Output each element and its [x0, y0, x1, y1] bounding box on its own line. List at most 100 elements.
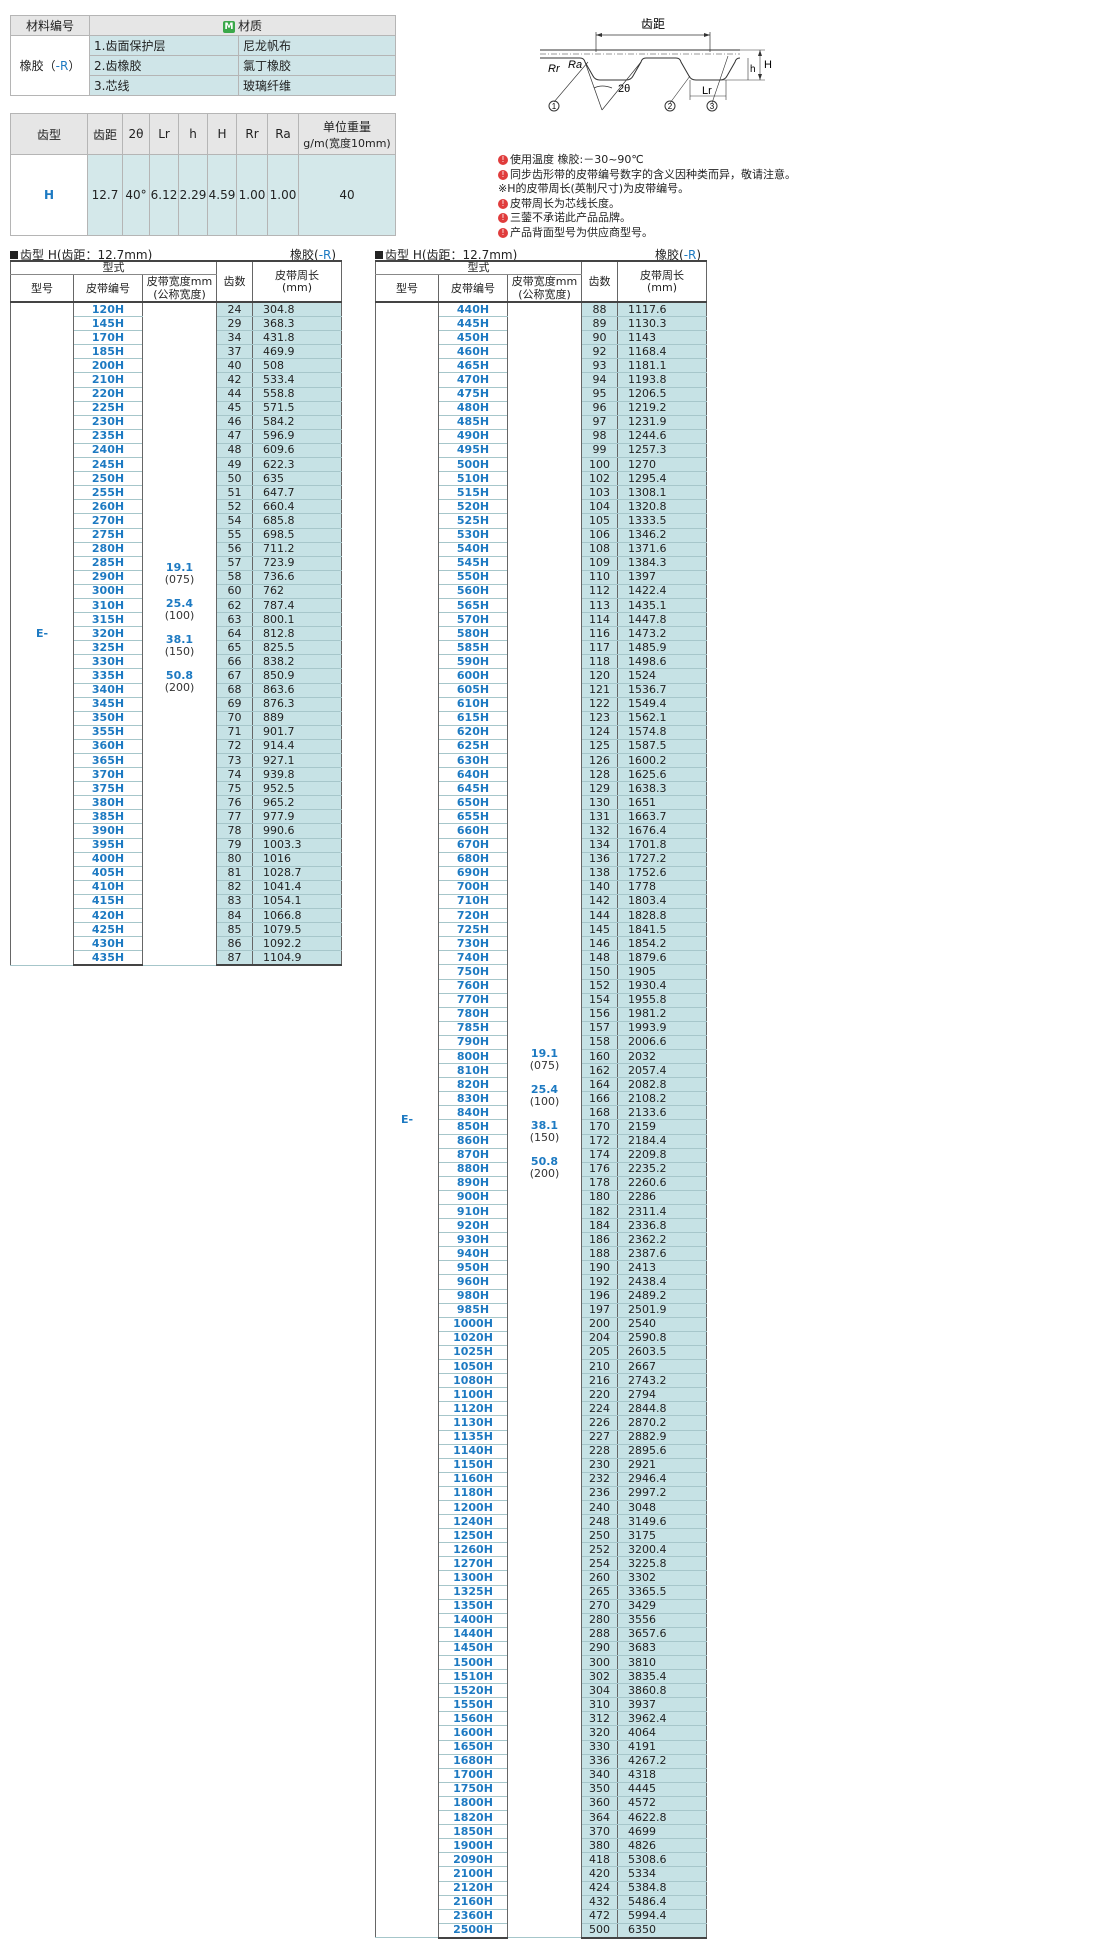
teeth-cell: 192 — [581, 1274, 618, 1290]
warning-icon: ! — [498, 169, 508, 180]
length-cell: 939.8 — [252, 767, 342, 783]
width-value: 38.1 — [530, 1119, 559, 1133]
note-item: !产品背面型号为供应商型号。 — [498, 226, 796, 241]
length-cell: 838.2 — [252, 654, 342, 670]
teeth-cell: 48 — [216, 443, 253, 459]
teeth-cell: 121 — [581, 683, 618, 698]
belt-code-cell: 880H — [438, 1162, 508, 1177]
teeth-cell: 86 — [216, 936, 253, 952]
length-cell: 1854.2 — [617, 936, 707, 952]
belt-code-cell: 645H — [438, 781, 508, 797]
belt-code-cell: 940H — [438, 1246, 508, 1262]
belt-code-cell: 840H — [438, 1105, 508, 1121]
length-cell: 800.1 — [252, 612, 342, 628]
width-cell: 19.1(075)25.4(100)38.1(150)50.8(200) — [507, 302, 582, 1939]
length-cell: 3175 — [617, 1528, 707, 1544]
belt-code-cell: 1025H — [438, 1345, 508, 1361]
teeth-cell: 96 — [581, 401, 618, 416]
belt-code-cell: 330H — [73, 654, 143, 670]
belt-code-cell: 325H — [73, 640, 143, 656]
teeth-cell: 364 — [581, 1810, 618, 1826]
width-value: 19.1 — [165, 560, 194, 574]
belt-code-cell: 200H — [73, 358, 143, 374]
angle-label: 2θ — [618, 83, 630, 95]
belt-code-cell: 550H — [438, 570, 508, 585]
teeth-cell: 148 — [581, 950, 618, 966]
length-cell: 6350 — [617, 1923, 707, 1939]
teeth-cell: 105 — [581, 513, 618, 529]
tooth-profile-diagram: 齿距 2θ Rr Ra Lr h H 1 2 3 — [540, 17, 772, 112]
teeth-cell: 116 — [581, 626, 618, 642]
square-bullet-icon — [375, 251, 383, 259]
teeth-cell: 64 — [216, 626, 253, 642]
length-cell: 622.3 — [252, 457, 342, 473]
length-cell: 1727.2 — [617, 852, 707, 867]
teeth-cell: 60 — [216, 584, 253, 599]
length-cell: 1841.5 — [617, 922, 707, 938]
col-type: 型号 — [375, 274, 439, 303]
length-cell: 977.9 — [252, 809, 342, 825]
length-cell: 1130.3 — [617, 316, 707, 332]
length-cell: 2997.2 — [617, 1486, 707, 1501]
belt-code-cell: 1550H — [438, 1697, 508, 1713]
belt-code-cell: 870H — [438, 1148, 508, 1163]
teeth-cell: 63 — [216, 612, 253, 628]
belt-code-cell: 930H — [438, 1232, 508, 1248]
length-cell: 1447.8 — [617, 612, 707, 628]
width-value: 25.4 — [165, 596, 194, 610]
length-cell: 1244.6 — [617, 429, 707, 444]
length-cell: 1524 — [617, 668, 707, 684]
length-cell: 2362.2 — [617, 1232, 707, 1248]
teeth-cell: 265 — [581, 1585, 618, 1600]
length-cell: 304.8 — [252, 302, 342, 318]
length-cell: 1206.5 — [617, 387, 707, 402]
teeth-cell: 73 — [216, 753, 253, 769]
length-cell: 1701.8 — [617, 838, 707, 853]
length-cell: 876.3 — [252, 697, 342, 712]
teeth-cell: 74 — [216, 767, 253, 783]
width-code: (075) — [164, 572, 195, 586]
length-cell: 596.9 — [252, 429, 342, 444]
spec-header-angle: 2θ — [122, 113, 150, 155]
teeth-cell: 83 — [216, 894, 253, 910]
teeth-cell: 132 — [581, 823, 618, 839]
teeth-cell: 62 — [216, 598, 253, 614]
teeth-cell: 270 — [581, 1599, 618, 1614]
belt-code-cell: 1020H — [438, 1331, 508, 1346]
length-cell: 1117.6 — [617, 302, 707, 318]
teeth-cell: 84 — [216, 908, 253, 924]
teeth-cell: 232 — [581, 1472, 618, 1487]
teeth-cell: 186 — [581, 1232, 618, 1248]
group-header: 型式 — [10, 260, 217, 275]
length-cell: 1168.4 — [617, 344, 707, 360]
length-cell: 2794 — [617, 1387, 707, 1403]
belt-code-cell: 395H — [73, 838, 143, 853]
belt-code-cell: 380H — [73, 795, 143, 811]
length-cell: 3048 — [617, 1500, 707, 1516]
length-cell: 3365.5 — [617, 1585, 707, 1600]
belt-code-cell: 310H — [73, 598, 143, 614]
material-part: 1.齿面保护层 — [89, 35, 239, 56]
teeth-cell: 152 — [581, 979, 618, 994]
belt-code-cell: 1300H — [438, 1570, 508, 1586]
